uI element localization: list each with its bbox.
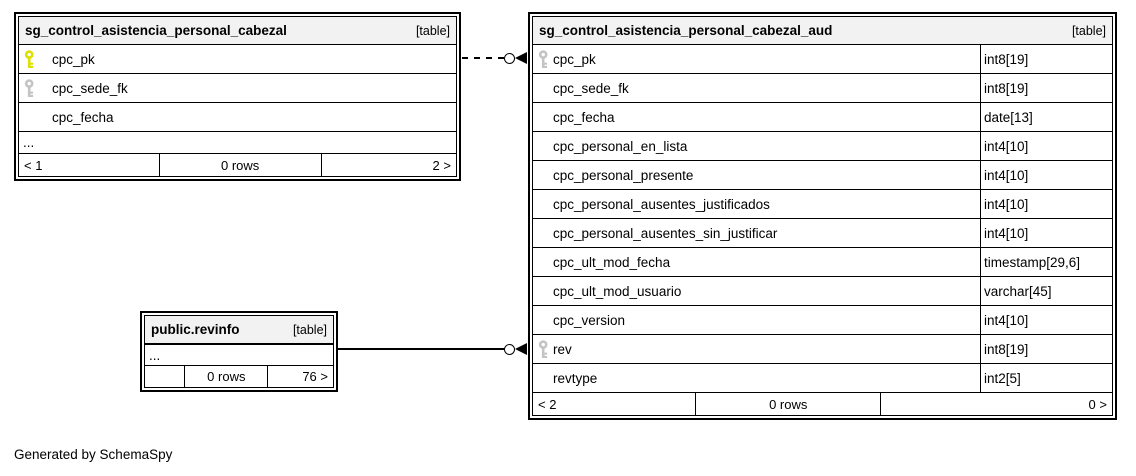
relationship-line-dashed bbox=[462, 57, 505, 59]
column-type: timestamp[29,6] bbox=[980, 248, 1112, 276]
relationship-circle-icon bbox=[504, 343, 515, 355]
ellipsis-row: ... bbox=[145, 344, 333, 365]
column-type: int8[19] bbox=[980, 45, 1112, 73]
table-header[interactable]: public.revinfo [table] bbox=[145, 316, 333, 344]
column-name: rev bbox=[553, 341, 572, 357]
foreign-key-icon bbox=[19, 74, 39, 102]
column-type: int4[10] bbox=[980, 219, 1112, 247]
ellipsis-row: ... bbox=[19, 131, 456, 153]
column-type: date[13] bbox=[980, 103, 1112, 131]
key-icon-placeholder bbox=[533, 132, 553, 160]
table-title: sg_control_asistencia_personal_cabezal_a… bbox=[539, 23, 833, 38]
key-icon-placeholder bbox=[533, 190, 553, 218]
column-row: revtype int2[5] bbox=[533, 363, 1112, 392]
column-name: cpc_sede_fk bbox=[52, 80, 128, 96]
column-name: revtype bbox=[553, 370, 598, 386]
column-type: int2[5] bbox=[980, 364, 1112, 392]
column-name: cpc_personal_en_lista bbox=[553, 138, 688, 154]
column-type: int8[19] bbox=[980, 74, 1112, 102]
child-count: 2 > bbox=[320, 154, 456, 176]
relationship-arrowhead-icon bbox=[515, 52, 527, 64]
row-count: 0 rows bbox=[695, 393, 880, 415]
column-name: cpc_personal_ausentes_justificados bbox=[553, 196, 770, 212]
foreign-key-icon bbox=[533, 45, 553, 73]
column-row: cpc_version int4[10] bbox=[533, 305, 1112, 334]
key-icon-placeholder bbox=[533, 277, 553, 305]
column-row: cpc_ult_mod_usuario varchar[45] bbox=[533, 276, 1112, 305]
child-count: 76 > bbox=[267, 366, 333, 387]
key-icon-placeholder bbox=[533, 103, 553, 131]
column-type: int4[10] bbox=[980, 161, 1112, 189]
key-icon-placeholder bbox=[533, 161, 553, 189]
column-row: cpc_sede_fk bbox=[19, 73, 456, 102]
column-row: cpc_personal_en_lista int4[10] bbox=[533, 131, 1112, 160]
column-list: ... bbox=[145, 344, 333, 365]
column-list: cpc_pk cpc_sede_fk cpc_fecha... bbox=[19, 45, 456, 153]
column-name: cpc_pk bbox=[553, 51, 596, 67]
column-name: cpc_sede_fk bbox=[553, 80, 629, 96]
generated-by-note: Generated by SchemaSpy bbox=[14, 447, 173, 462]
table-node-cabezal-aud[interactable]: sg_control_asistencia_personal_cabezal_a… bbox=[528, 12, 1117, 420]
key-icon-placeholder bbox=[19, 103, 39, 131]
table-header[interactable]: sg_control_asistencia_personal_cabezal [… bbox=[19, 17, 456, 45]
column-row: cpc_pk bbox=[19, 45, 456, 73]
column-row: cpc_personal_presente int4[10] bbox=[533, 160, 1112, 189]
row-count: 0 rows bbox=[184, 366, 267, 387]
table-footer: < 1 0 rows 2 > bbox=[19, 153, 456, 176]
table-title: public.revinfo bbox=[151, 322, 240, 337]
key-icon-placeholder bbox=[533, 248, 553, 276]
column-row: cpc_fecha date[13] bbox=[533, 102, 1112, 131]
table-footer: < 2 0 rows 0 > bbox=[533, 392, 1112, 415]
column-name: cpc_version bbox=[553, 312, 626, 328]
row-count: 0 rows bbox=[158, 154, 321, 176]
column-name: cpc_ult_mod_usuario bbox=[553, 283, 682, 299]
parent-count bbox=[145, 366, 184, 387]
column-name: cpc_personal_ausentes_sin_justificar bbox=[553, 225, 778, 241]
parent-count: < 1 bbox=[24, 157, 43, 173]
relationship-arrowhead-icon bbox=[515, 343, 527, 355]
key-icon-placeholder bbox=[533, 219, 553, 247]
foreign-key-icon bbox=[533, 335, 553, 363]
column-row: cpc_fecha bbox=[19, 102, 456, 131]
column-row: rev int8[19] bbox=[533, 334, 1112, 363]
column-row: cpc_personal_ausentes_justificados int4[1… bbox=[533, 189, 1112, 218]
column-row: cpc_personal_ausentes_sin_justificar int4… bbox=[533, 218, 1112, 247]
key-icon-placeholder bbox=[533, 364, 553, 392]
key-icon-placeholder bbox=[533, 306, 553, 334]
column-row: cpc_sede_fk int8[19] bbox=[533, 73, 1112, 102]
parent-count: < 2 bbox=[538, 396, 557, 412]
column-name: cpc_ult_mod_fecha bbox=[553, 254, 671, 270]
column-type: int4[10] bbox=[980, 132, 1112, 160]
table-type-badge: [table] bbox=[415, 23, 450, 38]
key-icon-placeholder bbox=[533, 74, 553, 102]
column-name: cpc_fecha bbox=[52, 109, 114, 125]
column-type: int4[10] bbox=[980, 190, 1112, 218]
column-row: cpc_pk int8[19] bbox=[533, 45, 1112, 73]
column-type: varchar[45] bbox=[980, 277, 1112, 305]
table-node-revinfo[interactable]: public.revinfo [table] ... 0 rows 76 > bbox=[140, 311, 338, 392]
table-type-badge: [table] bbox=[292, 322, 327, 337]
table-node-cabezal[interactable]: sg_control_asistencia_personal_cabezal [… bbox=[14, 12, 461, 181]
table-title: sg_control_asistencia_personal_cabezal bbox=[25, 23, 287, 38]
primary-key-icon bbox=[19, 45, 39, 73]
table-type-badge: [table] bbox=[1071, 23, 1106, 38]
column-row: cpc_ult_mod_fecha timestamp[29,6] bbox=[533, 247, 1112, 276]
column-name: cpc_fecha bbox=[553, 109, 615, 125]
child-count: 0 > bbox=[880, 393, 1112, 415]
column-name: cpc_personal_presente bbox=[553, 167, 694, 183]
column-name: cpc_pk bbox=[52, 51, 95, 67]
column-type: int4[10] bbox=[980, 306, 1112, 334]
relationship-line-solid bbox=[338, 348, 505, 350]
table-header[interactable]: sg_control_asistencia_personal_cabezal_a… bbox=[533, 17, 1112, 45]
table-footer: 0 rows 76 > bbox=[145, 365, 333, 387]
column-type: int8[19] bbox=[980, 335, 1112, 363]
relationship-circle-icon bbox=[504, 52, 515, 64]
